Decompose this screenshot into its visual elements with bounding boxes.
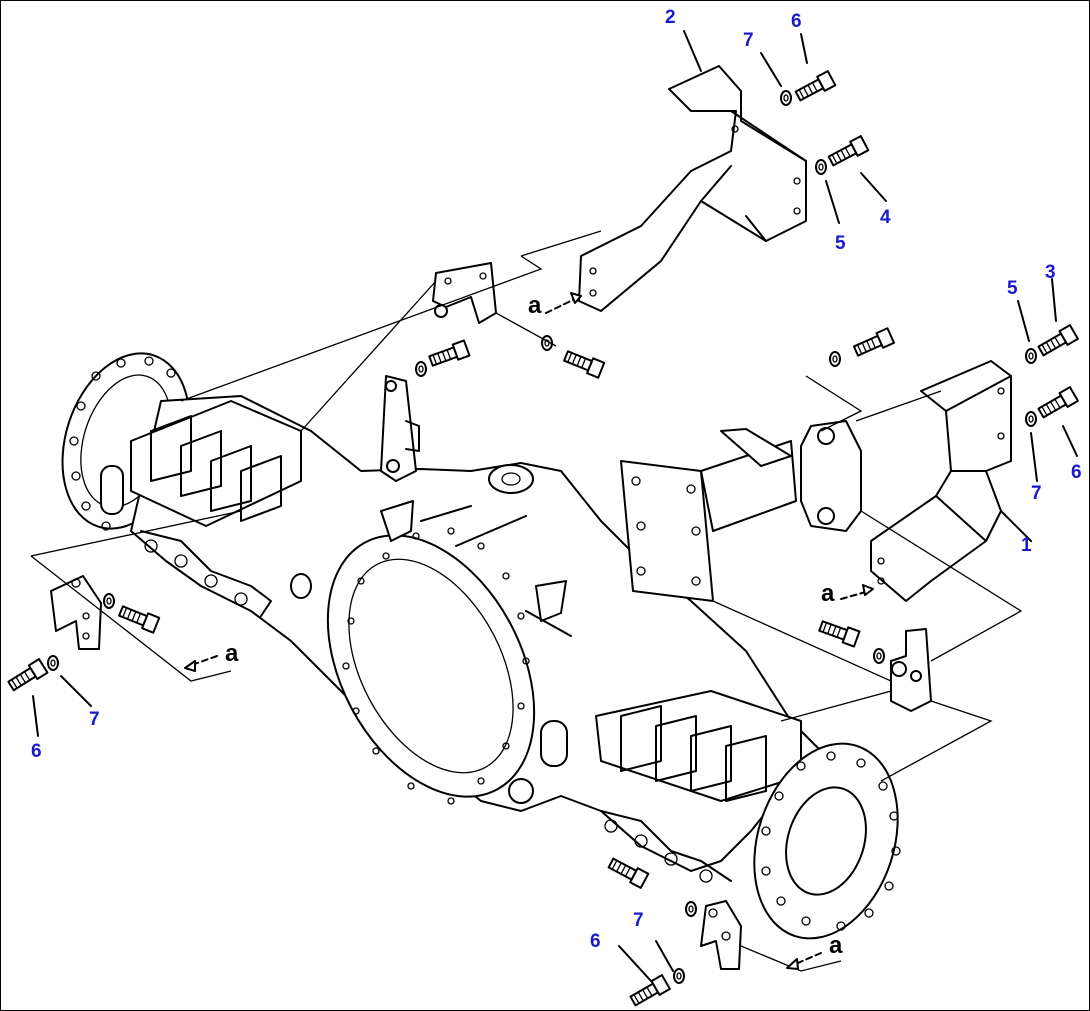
housing-clip	[380, 500, 414, 542]
left-flange-slot	[100, 465, 124, 515]
callout-4: 4	[880, 207, 891, 228]
link-plate-left	[380, 375, 420, 482]
arrow-labels: a a a a	[225, 292, 843, 959]
callout-1: 1	[1021, 535, 1032, 556]
callout-labels: 2 7 6 4 5 3 5 6 7 1 7 6 7 6	[31, 7, 1082, 952]
callout-2: 2	[665, 7, 676, 28]
right-flange-bolt-holes	[761, 751, 901, 931]
bowl-bolt-holes	[342, 527, 530, 805]
guide-lines	[30, 230, 1023, 972]
arrows	[184, 292, 874, 970]
axle-housing	[61, 352, 901, 940]
callout-6: 6	[791, 11, 802, 32]
left-flange-bolt-holes	[69, 356, 176, 531]
small-bracket-top	[432, 262, 497, 324]
callout-6: 6	[1071, 462, 1082, 483]
housing-clip	[535, 580, 567, 622]
bracket-1	[870, 360, 1012, 602]
mount-plate	[620, 428, 797, 602]
callout-3: 3	[1045, 262, 1056, 283]
label-a: a	[528, 292, 542, 319]
bracket-2	[578, 65, 807, 312]
callout-6: 6	[590, 931, 601, 952]
small-bracket-bottom	[700, 900, 742, 970]
label-a: a	[829, 932, 843, 959]
callout-7: 7	[743, 30, 754, 51]
top-breather-port	[488, 464, 534, 494]
center-slot	[540, 720, 568, 767]
small-bracket-right-low	[890, 628, 932, 712]
callout-6: 6	[31, 741, 42, 762]
callout-7: 7	[89, 709, 100, 730]
label-a: a	[225, 640, 239, 667]
callout-5: 5	[835, 233, 846, 254]
leader-lines	[32, 30, 1078, 982]
callout-5: 5	[1007, 278, 1018, 299]
callout-7: 7	[633, 910, 644, 931]
label-a: a	[821, 580, 835, 607]
small-bracket-left	[50, 575, 102, 650]
left-arm-ribs	[130, 400, 302, 617]
callout-7: 7	[1031, 483, 1042, 504]
differential-bowl	[326, 534, 536, 798]
link-plate-right	[800, 420, 862, 532]
